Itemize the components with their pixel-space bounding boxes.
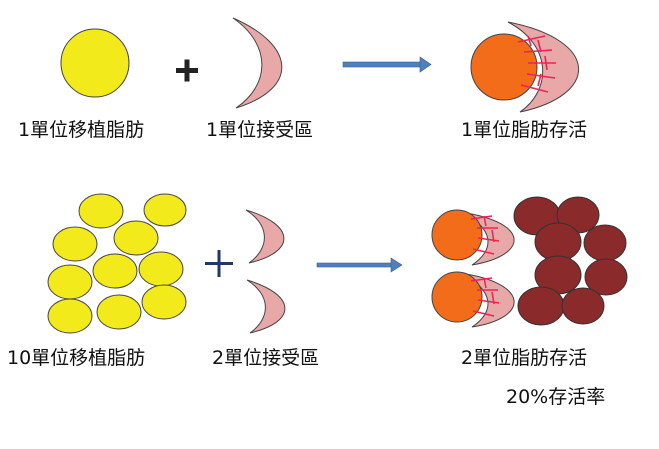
graft-fat-cell [60,28,130,98]
graft-amount-label-row2: 10單位移植脂肪 [7,347,146,369]
survival-rate-label: 20%存活率 [506,386,606,408]
graft-fat-cell [143,193,187,227]
graft-fat-cell [113,220,159,256]
blood-vessel-marks [470,277,500,317]
graft-fat-cell [141,284,187,320]
recipient-amount-label-row2: 2單位接受區 [212,347,320,369]
survival-amount-label-row2: 2單位脂肪存活 [461,347,588,369]
surviving-fat-cell [470,33,538,101]
blood-vessel-marks [470,215,500,255]
blood-vessel-marks [517,35,556,93]
recipient-site-crescent [459,211,515,266]
plus-icon [205,250,233,277]
surviving-fat-result [431,209,515,328]
necrotic-fat-cell [583,224,627,262]
graft-fat-cell [47,298,93,334]
graft-fat-cell [92,253,138,289]
recipient-site-crescent [245,209,285,264]
survival-amount-label-row1: 1單位脂肪存活 [461,119,588,141]
surviving-fat-result [470,21,579,113]
graft-amount-label-row1: 1單位移植脂肪 [18,119,145,141]
necrotic-fat-cell [534,222,582,262]
necrotic-fat-cluster [513,196,628,326]
graft-fat-cell [52,226,98,262]
graft-fat-cell-cluster [47,193,187,334]
recipient-site-crescent [246,279,286,334]
necrotic-fat-cell [561,287,605,325]
right-arrow-icon [316,257,403,273]
surviving-fat-cell [431,209,483,261]
graft-fat-cell [138,251,184,287]
necrotic-fat-cell [517,286,565,326]
surviving-fat-cell [431,271,483,323]
recipient-site-crescent [232,17,283,109]
graft-fat-cell [96,294,142,330]
necrotic-fat-cell [584,258,628,296]
graft-fat-cell [47,264,93,300]
recipient-site-crescent [507,21,579,113]
recipient-amount-label-row1: 1單位接受區 [206,119,314,141]
graft-fat-cell [78,193,124,229]
plus-icon [176,59,198,82]
right-arrow-icon [342,56,432,73]
recipient-site-crescent [459,272,515,328]
